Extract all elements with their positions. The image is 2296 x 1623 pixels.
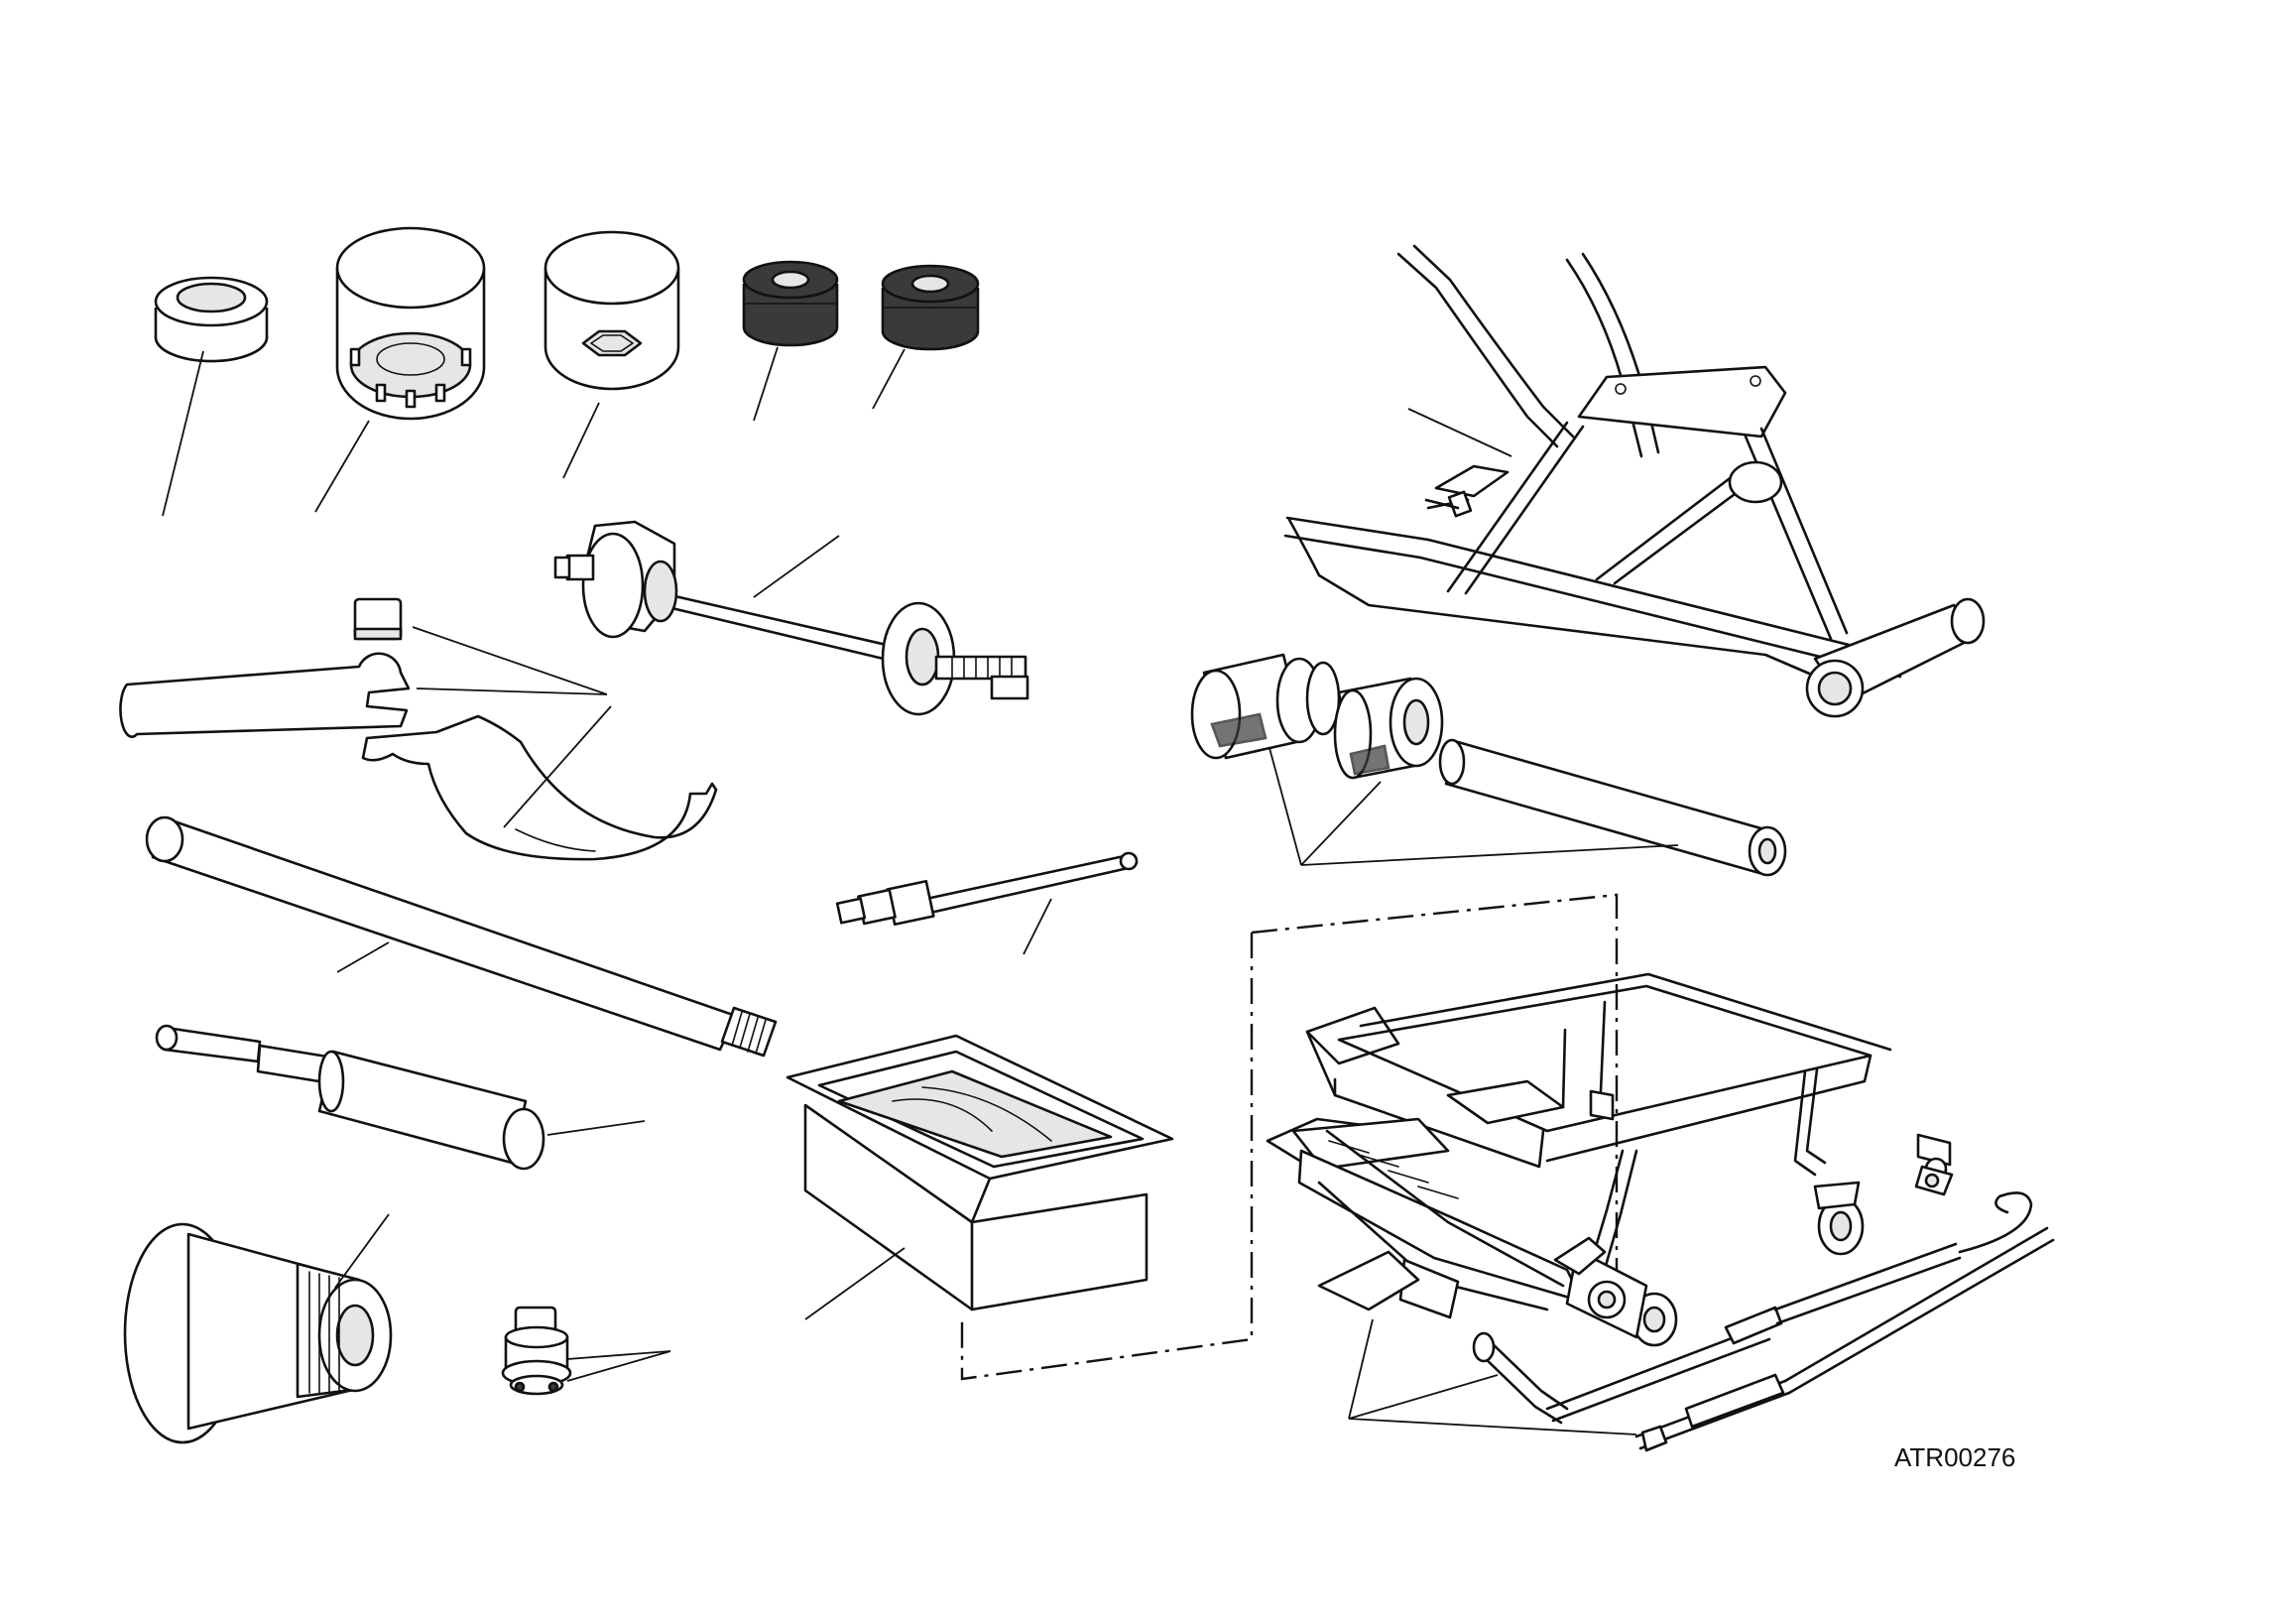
leader-line	[334, 1213, 390, 1289]
front-paddock-stand	[1283, 244, 1986, 718]
adapter-hose-fitting	[835, 851, 1139, 927]
leader-line	[753, 535, 840, 598]
bearing-puller-shaft	[553, 520, 1029, 716]
leader-line	[314, 420, 370, 513]
leader-line	[566, 1350, 671, 1382]
castellated-socket	[335, 226, 486, 421]
leader-line	[546, 1120, 646, 1136]
rubber-bushing-b	[881, 264, 980, 351]
leader-line	[804, 1247, 906, 1320]
leader-line	[416, 687, 608, 695]
drift-rod	[145, 815, 778, 1058]
group-outline	[960, 893, 1619, 1381]
leader-line	[1269, 747, 1302, 866]
leader-line	[562, 402, 600, 479]
jack-handle	[1472, 1191, 2055, 1452]
leader-line	[412, 626, 608, 695]
hex-socket	[544, 230, 680, 391]
leader-line	[1300, 844, 1679, 866]
leader-line	[753, 346, 779, 422]
valve-plug	[501, 1306, 572, 1396]
leader-line	[162, 350, 204, 517]
leader-line	[503, 705, 612, 828]
leader-line	[566, 1350, 671, 1360]
scissor-lift-jack	[1266, 972, 1954, 1347]
rubber-bushing-a	[742, 260, 839, 347]
pin-spanner-set	[119, 597, 718, 861]
leader-line	[1348, 1374, 1499, 1420]
seal-driver	[154, 276, 269, 363]
leader-line	[1407, 408, 1512, 457]
bearing-installer-set	[1190, 653, 1787, 877]
leader-line	[1023, 898, 1052, 955]
leader-line	[872, 348, 906, 410]
leader-line	[336, 941, 390, 973]
threaded-flange-adapter	[123, 1222, 393, 1444]
leader-line	[1348, 1318, 1374, 1420]
leader-line	[1300, 781, 1382, 866]
leader-line	[1348, 1418, 1637, 1436]
drawing-code: ATR00276	[1894, 1442, 2015, 1472]
stepped-drift	[155, 1024, 545, 1171]
oil-drain-pan	[785, 1034, 1174, 1311]
